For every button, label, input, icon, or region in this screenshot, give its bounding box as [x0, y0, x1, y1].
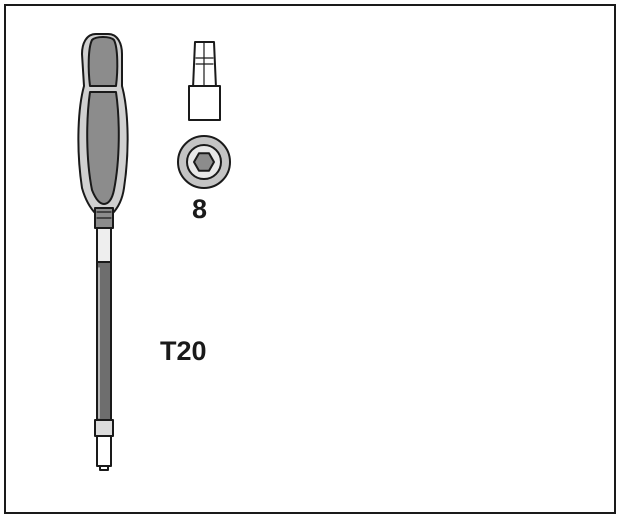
torx-bit-size-label: T20 — [160, 336, 207, 366]
flexible-screwdriver-icon — [77, 33, 129, 471]
hex-bit-icon — [188, 41, 221, 121]
hex-bit-size-label: 8 — [192, 194, 208, 224]
hex-socket-icon — [177, 135, 231, 189]
